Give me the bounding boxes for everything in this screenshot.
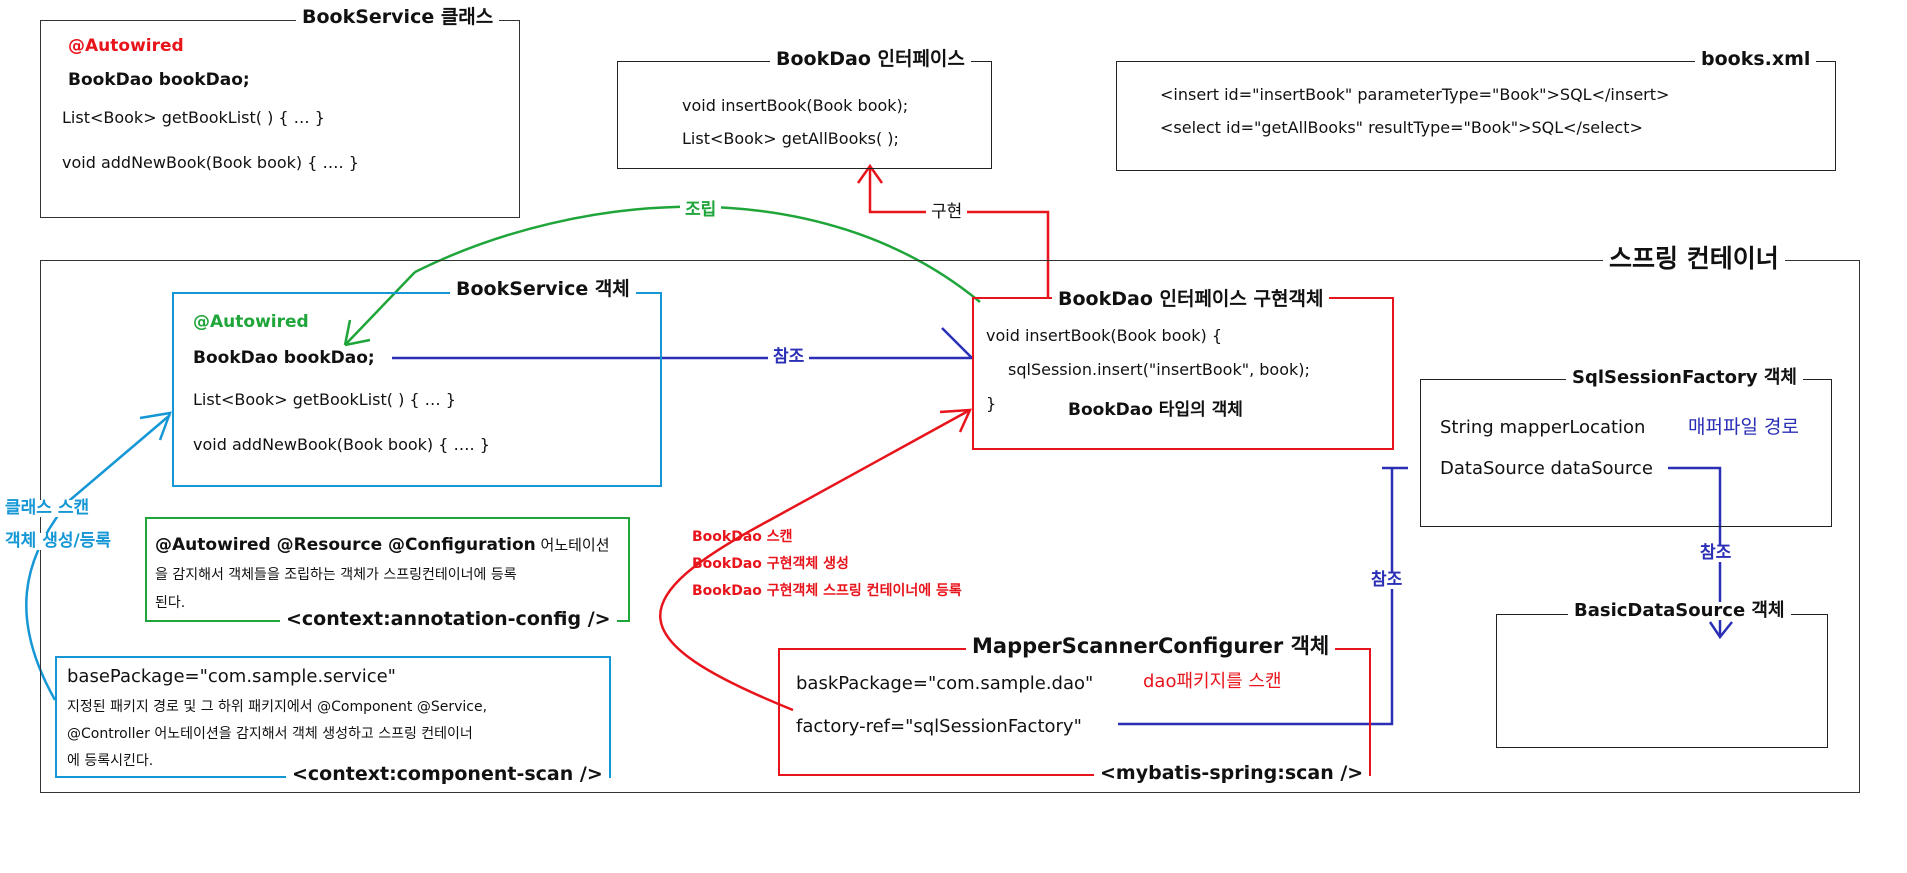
spring-container-box	[40, 260, 1860, 793]
get-book-list-method: List<Book> getBookList( ) { … }	[62, 108, 325, 127]
impl-insert-book: void insertBook(Book book) {	[986, 326, 1223, 345]
impl-sqlsession-insert: sqlSession.insert("insertBook", book);	[1008, 360, 1310, 379]
basicdatasource-title: BasicDataSource 객체	[1568, 602, 1791, 620]
mybatis-spring-scan-tag: <mybatis-spring:scan />	[1094, 764, 1370, 783]
class-scan-label-line2: 객체 생성/등록	[0, 533, 116, 550]
bookdao-interface-title: BookDao 인터페이스	[770, 50, 971, 69]
factory-ref-setting: factory-ref="sqlSessionFactory"	[796, 716, 1082, 737]
annotation-config-desc-line3: 된다.	[155, 595, 186, 611]
autowired-annotation: @Autowired	[68, 36, 184, 56]
sqlsessionfactory-box	[1420, 379, 1832, 527]
autowired-annotation: @Autowired	[193, 312, 309, 332]
impl-type-note: BookDao 타입의 객체	[1068, 400, 1243, 420]
bookdao-field: BookDao bookDao;	[193, 348, 375, 368]
datasource-field: DataSource dataSource	[1440, 458, 1653, 479]
annotation-list: @Autowired @Resource @Configuration	[155, 535, 536, 555]
bookdao-field: BookDao bookDao;	[68, 70, 250, 90]
annotation-suffix: 어노테이션	[535, 536, 610, 554]
factory-reference-label: 참조	[1366, 572, 1408, 589]
bask-package-setting: baskPackage="com.sample.dao"	[796, 673, 1094, 694]
basicdatasource-box	[1496, 614, 1828, 748]
dao-scan-label-line3: BookDao 구현객체 스프링 컨테이너에 등록	[692, 583, 962, 599]
mapper-location-field: String mapperLocation	[1440, 417, 1646, 438]
spring-container-title: 스프링 컨테이너	[1603, 246, 1785, 271]
impl-close-brace: }	[986, 394, 997, 413]
bookdao-impl-title: BookDao 인터페이스 구현객체	[1052, 290, 1330, 309]
dao-package-scan-note: dao패키지를 스캔	[1143, 671, 1282, 692]
dao-scan-label-line1: BookDao 스캔	[692, 529, 793, 545]
bookdao-interface-box	[617, 61, 992, 169]
sqlsessionfactory-title: SqlSessionFactory 객체	[1566, 369, 1803, 387]
component-scan-tag: <context:component-scan />	[286, 765, 609, 784]
class-scan-label-line1: 클래스 스캔	[0, 500, 95, 517]
select-mapping: <select id="getAllBooks" resultType="Boo…	[1160, 118, 1643, 137]
component-scan-desc-line3: 에 등록시킨다.	[67, 753, 154, 769]
books-xml-title: books.xml	[1695, 50, 1817, 69]
bookservice-class-title: BookService 클래스	[296, 8, 500, 27]
add-new-book-method: void addNewBook(Book book) { …. }	[62, 153, 359, 172]
reference-label: 참조	[768, 349, 810, 366]
component-scan-desc-line1: 지정된 패키지 경로 및 그 하위 패키지에서 @Component @Serv…	[67, 699, 488, 715]
datasource-reference-label: 참조	[1695, 545, 1737, 562]
mapper-location-note: 매퍼파일 경로	[1688, 416, 1799, 438]
assemble-label: 조립	[680, 202, 722, 219]
books-xml-box	[1116, 61, 1836, 171]
implement-label: 구현	[926, 204, 968, 221]
annotation-config-desc-line1: @Autowired @Resource @Configuration 어노테이…	[155, 537, 610, 554]
bookservice-object-title: BookService 객체	[450, 280, 636, 299]
insert-mapping: <insert id="insertBook" parameterType="B…	[1160, 85, 1670, 104]
add-new-book-method: void addNewBook(Book book) { …. }	[193, 435, 490, 454]
bookservice-class-box	[40, 20, 520, 218]
bookservice-object-box	[172, 292, 662, 487]
insert-book-signature: void insertBook(Book book);	[682, 96, 909, 115]
base-package-setting: basePackage="com.sample.service"	[67, 666, 396, 687]
mapper-scanner-title: MapperScannerConfigurer 객체	[966, 636, 1336, 657]
mapper-scanner-box	[778, 648, 1371, 776]
annotation-config-desc-line2: 을 감지해서 객체들을 조립하는 객체가 스프링컨테이너에 등록	[155, 567, 517, 583]
get-all-books-signature: List<Book> getAllBooks( );	[682, 129, 899, 148]
component-scan-desc-line2: @Controller 어노테이션을 감지해서 객체 생성하고 스프링 컨테이너	[67, 726, 473, 742]
dao-scan-label-line2: BookDao 구현객체 생성	[692, 556, 849, 572]
annotation-config-tag: <context:annotation-config />	[280, 610, 617, 629]
get-book-list-method: List<Book> getBookList( ) { … }	[193, 390, 456, 409]
